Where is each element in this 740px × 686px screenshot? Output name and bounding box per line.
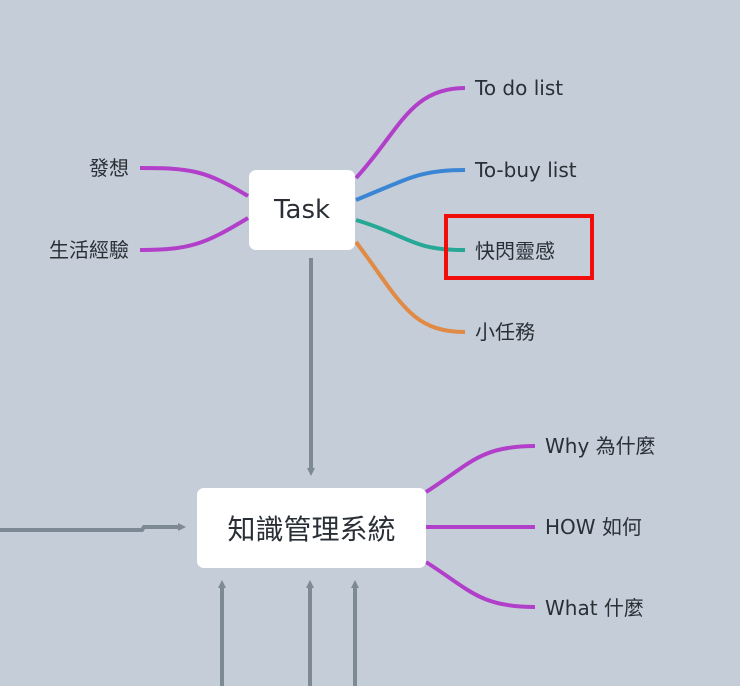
task-node[interactable]: Task [249, 170, 355, 250]
branch-line-what [424, 560, 536, 609]
branch-line-why [424, 444, 536, 494]
branch-line-life [139, 216, 250, 252]
branch-line-todo [354, 86, 466, 180]
branch-what[interactable]: What 什麼 [545, 596, 644, 620]
branch-why[interactable]: Why 為什麼 [545, 434, 656, 458]
arrow-left-to-central [0, 523, 186, 532]
branch-line-small-task [354, 240, 466, 334]
highlight-box [444, 214, 594, 280]
branch-todo-list[interactable]: To do list [475, 76, 564, 100]
branch-tobuy-list[interactable]: To-buy list [475, 158, 577, 182]
branch-line-ideas [139, 166, 250, 198]
central-node-label: 知識管理系統 [227, 513, 396, 546]
central-node[interactable]: 知識管理系統 [197, 488, 426, 568]
branch-small-task[interactable]: 小任務 [475, 320, 535, 344]
branch-line-flash [355, 218, 466, 252]
branch-ideas[interactable]: 發想 [89, 156, 129, 180]
branch-life-experience[interactable]: 生活經驗 [49, 238, 129, 262]
task-node-label: Task [273, 195, 331, 225]
branch-how[interactable]: HOW 如何 [545, 515, 642, 539]
branch-line-tobuy [355, 168, 466, 202]
branch-flash-inspiration[interactable]: 快閃靈感 [475, 239, 555, 263]
